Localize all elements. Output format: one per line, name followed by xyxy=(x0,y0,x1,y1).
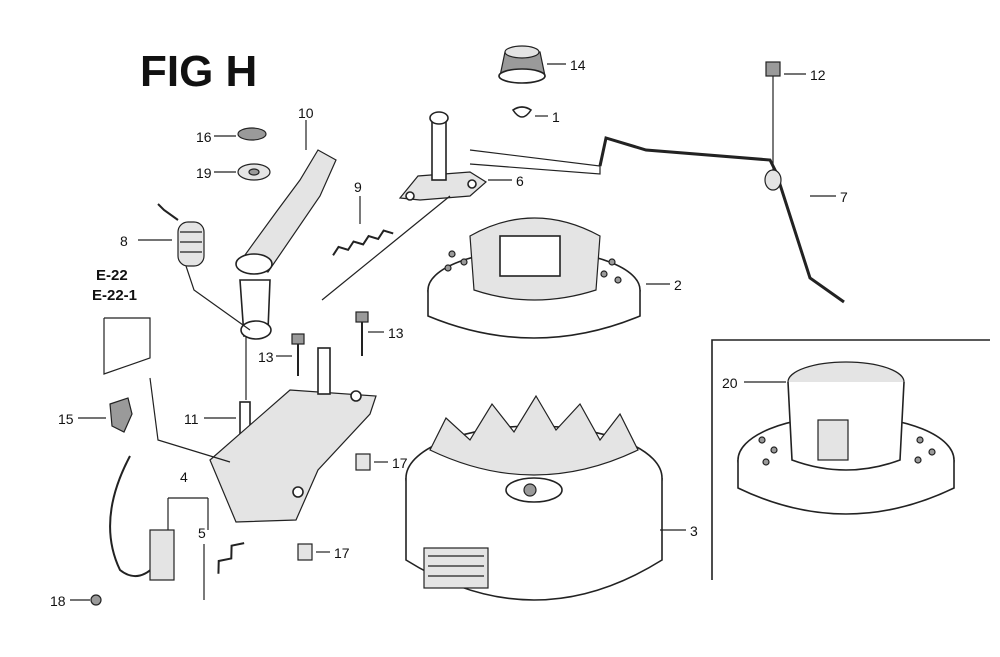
callout-4: 4 xyxy=(180,469,188,485)
callout-6: 6 xyxy=(516,173,524,189)
callout-7: 7 xyxy=(840,189,848,205)
part-18-ground-wire xyxy=(90,455,161,606)
callout-14: 14 xyxy=(570,57,586,73)
callout-15: 15 xyxy=(58,411,74,427)
reference-e22: E-22 xyxy=(96,267,128,284)
callout-19: 19 xyxy=(196,165,212,181)
reference-e22-1: E-22-1 xyxy=(92,287,137,304)
part-4-switch xyxy=(149,529,175,581)
callout-16: 16 xyxy=(196,129,212,145)
callout-11: 11 xyxy=(184,411,199,427)
part-15-clip xyxy=(109,397,133,433)
callout-17-upper: 17 xyxy=(392,455,408,471)
part-10-governor-lever xyxy=(235,149,337,340)
governor-base-plate xyxy=(209,347,377,523)
callout-17-lower: 17 xyxy=(334,545,350,561)
part-17-bushing-upper xyxy=(355,453,371,471)
figure-title: FIG H xyxy=(140,47,257,96)
callout-1: 1 xyxy=(552,109,560,125)
callout-10: 10 xyxy=(298,105,314,121)
part-20-cooling-cover-alt xyxy=(737,361,955,515)
part-17-bushing-lower xyxy=(297,543,313,561)
part-2-cooling-cover xyxy=(427,217,641,339)
callout-9: 9 xyxy=(354,179,362,195)
callout-13-right: 13 xyxy=(388,325,404,341)
callout-18: 18 xyxy=(50,593,66,609)
callout-3: 3 xyxy=(690,523,698,539)
callout-13-left: 13 xyxy=(258,349,274,365)
part-9-spring xyxy=(332,229,394,256)
part-3-flywheel xyxy=(405,394,663,601)
assembly-line-left xyxy=(149,377,231,463)
callout-20: 20 xyxy=(722,375,738,391)
inset-panel xyxy=(711,339,990,580)
reference-arrow xyxy=(103,317,151,375)
part-13-screw-left xyxy=(291,333,305,376)
part-14-nut xyxy=(498,45,546,84)
part-12-screw xyxy=(765,61,781,96)
callout-8: 8 xyxy=(120,233,128,249)
part-5-spring xyxy=(217,542,245,574)
part-16-clip xyxy=(237,127,267,141)
callout-2: 2 xyxy=(674,277,682,293)
part-1-key xyxy=(511,106,533,118)
callout-5: 5 xyxy=(198,525,206,541)
part-7-rod xyxy=(469,96,845,304)
part-8-spring xyxy=(157,203,251,331)
callout-12: 12 xyxy=(810,67,826,83)
assembly-line-center xyxy=(321,195,451,301)
part-6-governor-bracket xyxy=(398,111,488,201)
part-13-screw-right xyxy=(355,311,369,356)
